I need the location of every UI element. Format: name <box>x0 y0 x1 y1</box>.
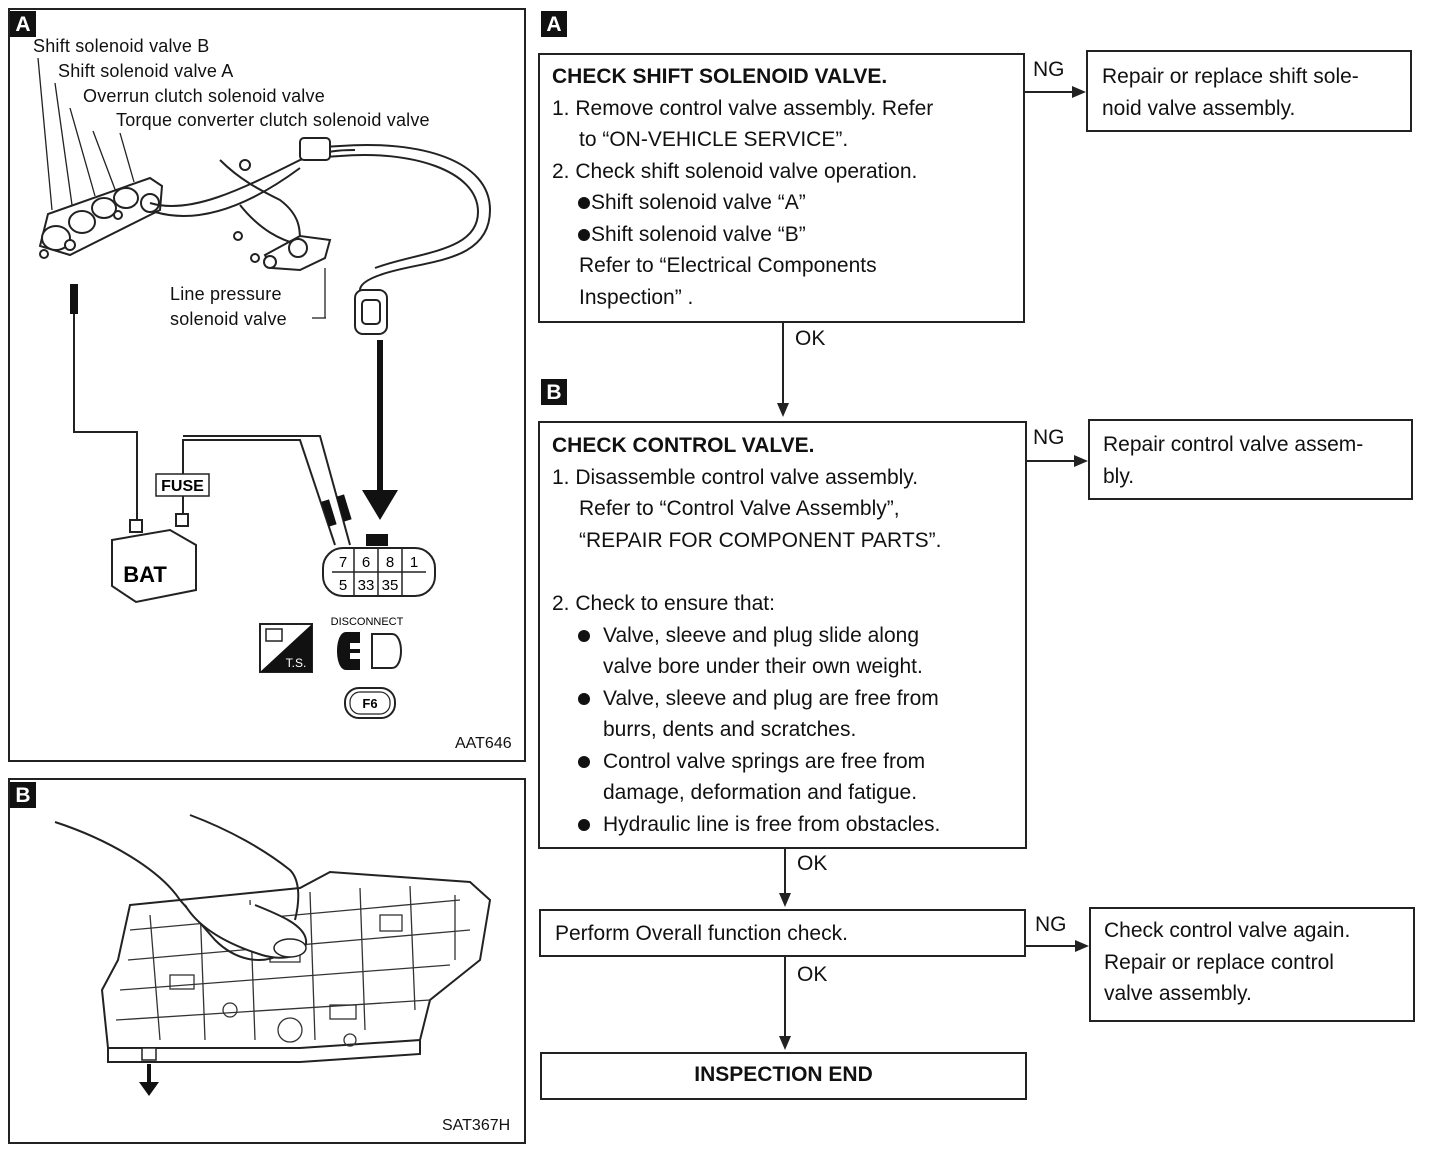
panel-b-tag: B <box>10 782 36 808</box>
step-b-bullet-3: Control valve springs are free from <box>552 746 1025 778</box>
callout-overrun-clutch: Overrun clutch solenoid valve <box>83 86 325 106</box>
step-a-line-5: Inspection” . <box>579 285 694 309</box>
step-b-bullet-2: Valve, sleeve and plug are free from <box>552 683 1025 715</box>
pin-5: 5 <box>339 577 347 594</box>
ng-b-result-line-2: bly. <box>1103 464 1135 488</box>
step-b-bullet-1-cont: valve bore under their own weight. <box>603 655 923 678</box>
ok-label-b: OK <box>797 852 828 875</box>
illustration-panel-b <box>8 778 526 1144</box>
pin-7: 7 <box>339 554 347 571</box>
fuse-label: FUSE <box>161 478 204 495</box>
step-a-line-4: Refer to “Electrical Components <box>579 254 877 277</box>
step-b-box: CHECK CONTROL VALVE. 1. Disassemble cont… <box>538 421 1027 849</box>
pin-33: 33 <box>358 577 375 594</box>
callout-shift-solenoid-b: Shift solenoid valve B <box>33 36 210 56</box>
step-b-bullet-2-cont: burrs, dents and scratches. <box>603 718 857 741</box>
step-a-title: CHECK SHIFT SOLENOID VALVE. <box>552 65 888 88</box>
step-b-bullet-1: Valve, sleeve and plug slide along <box>552 620 1025 652</box>
step-a-line-2: to “ON-VEHICLE SERVICE”. <box>579 128 849 151</box>
step-c-box: Perform Overall function check. <box>539 909 1026 957</box>
step-b-bullet-3-cont: damage, deformation and fatigue. <box>603 781 918 804</box>
pin-1: 1 <box>410 554 418 571</box>
wiring-diagram: FUSE BAT 7 6 8 1 5 33 35 T.S. DISCONNECT… <box>37 57 492 719</box>
flow-tag-a: A <box>541 11 567 37</box>
ng-a-result-line-1: Repair or replace shift sole- <box>1102 65 1359 88</box>
panel-a-tag: A <box>10 11 36 37</box>
control-valve-drawing <box>54 814 492 1096</box>
end-box: INSPECTION END <box>540 1052 1027 1100</box>
step-a-line-1: 1. Remove control valve assembly. Refer <box>552 96 934 120</box>
ng-label-b: NG <box>1033 426 1065 449</box>
step-a-line-3: 2. Check shift solenoid valve operation. <box>552 159 918 183</box>
ts-label: T.S. <box>286 656 307 670</box>
figure-code-aat646: AAT646 <box>455 735 512 752</box>
ng-label-c: NG <box>1035 913 1067 936</box>
step-b-line-4: 2. Check to ensure that: <box>552 592 775 615</box>
ng-c-result-line-1: Check control valve again. <box>1104 919 1351 942</box>
pin-35: 35 <box>382 577 399 594</box>
step-c-text: Perform Overall function check. <box>555 922 848 945</box>
ng-c-result-box: Check control valve again. Repair or rep… <box>1089 907 1415 1022</box>
step-b-line-1: 1. Disassemble control valve assembly. <box>552 465 919 489</box>
step-b-title: CHECK CONTROL VALVE. <box>552 434 815 457</box>
disconnect-label: DISCONNECT <box>331 616 404 628</box>
ng-c-result-line-2: Repair or replace control <box>1104 950 1334 974</box>
ng-b-result-line-1: Repair control valve assem- <box>1103 433 1364 456</box>
ok-label-c: OK <box>797 963 828 986</box>
step-b-line-3: “REPAIR FOR COMPONENT PARTS”. <box>579 528 942 552</box>
ng-label-a: NG <box>1033 58 1065 81</box>
ng-a-result-line-2: noid valve assembly. <box>1102 96 1296 120</box>
end-text: INSPECTION END <box>694 1063 873 1086</box>
bat-label: BAT <box>123 562 167 587</box>
step-a-bullet-1: Shift solenoid valve “A” <box>552 187 1023 219</box>
ok-label-a: OK <box>795 327 826 350</box>
pin-8: 8 <box>386 554 394 571</box>
figure-code-sat367h: SAT367H <box>442 1117 511 1134</box>
ng-a-result-box: Repair or replace shift sole- noid valve… <box>1086 50 1412 132</box>
ng-c-result-line-3: valve assembly. <box>1104 982 1252 1005</box>
step-a-bullet-2: Shift solenoid valve “B” <box>552 219 1023 251</box>
step-a-box: CHECK SHIFT SOLENOID VALVE. 1. Remove co… <box>538 53 1025 323</box>
step-b-bullet-4: Hydraulic line is free from obstacles. <box>552 809 1025 841</box>
callout-line-pressure-1: Line pressure <box>170 284 282 304</box>
callout-shift-solenoid-a: Shift solenoid valve A <box>58 61 234 81</box>
pin-6: 6 <box>362 554 370 571</box>
illustration-panel-a <box>8 8 526 762</box>
flow-tag-b: B <box>541 379 567 405</box>
f6-label: F6 <box>362 696 377 711</box>
callout-torque-converter: Torque converter clutch solenoid valve <box>116 110 430 130</box>
ng-b-result-box: Repair control valve assem- bly. <box>1088 419 1413 500</box>
callout-line-pressure-2: solenoid valve <box>170 309 287 329</box>
step-b-line-2: Refer to “Control Valve Assembly”, <box>579 497 900 520</box>
